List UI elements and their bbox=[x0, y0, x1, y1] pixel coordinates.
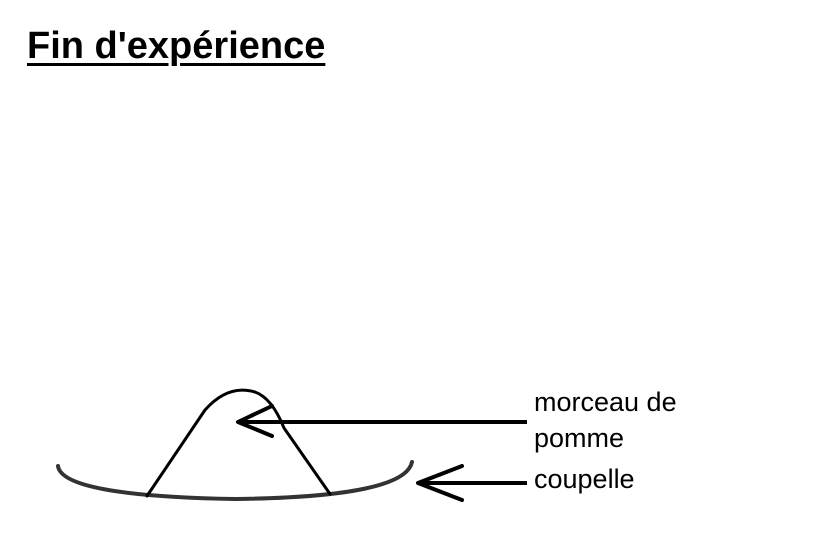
arrow-apple bbox=[236, 404, 527, 438]
arrow-dish bbox=[416, 464, 527, 502]
apple-piece-shape bbox=[145, 388, 332, 498]
page-title: Fin d'expérience bbox=[27, 25, 326, 67]
label-dish: coupelle bbox=[534, 464, 635, 494]
dish-shape bbox=[56, 460, 414, 502]
label-apple-piece: morceau de pomme bbox=[534, 387, 677, 453]
